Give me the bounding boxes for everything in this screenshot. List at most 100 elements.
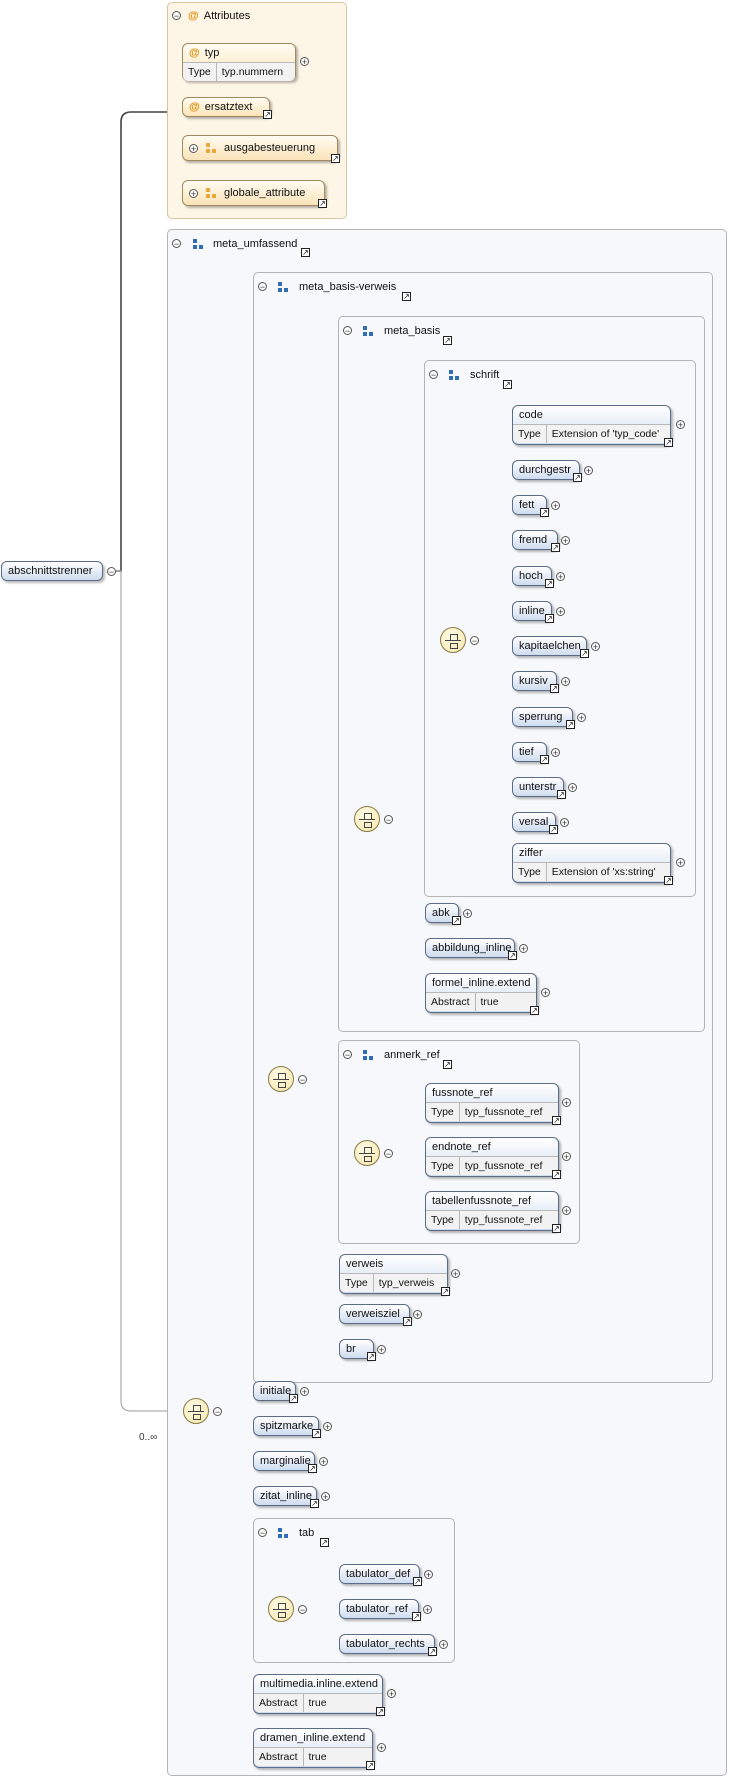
reference-link-icon[interactable]: ↗	[545, 579, 554, 588]
reference-link-icon[interactable]: ↗	[550, 684, 559, 693]
expand-icon[interactable]: +	[551, 501, 560, 511]
expand-icon[interactable]: +	[591, 642, 600, 652]
element-inline[interactable]: inline↗	[512, 601, 554, 623]
collapse-group-toggle[interactable]: −	[343, 1050, 352, 1060]
compositor-choice-meta-basis[interactable]	[440, 627, 466, 653]
element-tief[interactable]: tief↗	[512, 742, 549, 764]
expand-icon[interactable]: +	[323, 1422, 332, 1432]
expand-icon[interactable]: +	[562, 1152, 571, 1162]
expand-icon[interactable]: +	[300, 1387, 309, 1397]
reference-link-icon[interactable]: ↗	[557, 790, 566, 799]
reference-link-icon[interactable]: ↗	[540, 755, 549, 764]
expand-icon[interactable]: +	[551, 748, 560, 758]
reference-link-icon[interactable]: ↗	[552, 1116, 561, 1125]
reference-link-icon[interactable]: ↗	[443, 1060, 452, 1069]
reference-link-icon[interactable]: ↗	[441, 1287, 450, 1296]
expand-icon[interactable]: +	[584, 466, 593, 476]
element-tabulator-ref[interactable]: tabulator_ref↗	[339, 1599, 421, 1621]
collapse-group-toggle[interactable]: −	[343, 326, 352, 336]
reference-link-icon[interactable]: ↗	[318, 199, 327, 208]
reference-link-icon[interactable]: ↗	[530, 1006, 539, 1015]
reference-link-icon[interactable]: ↗	[289, 1394, 298, 1403]
element-spitzmarke[interactable]: spitzmarke↗	[253, 1416, 321, 1438]
reference-link-icon[interactable]: ↗	[312, 1429, 321, 1438]
expand-icon[interactable]: +	[568, 783, 577, 793]
collapse-compositor-toggle[interactable]: −	[384, 1149, 393, 1159]
element-unterstr[interactable]: unterstr↗	[512, 777, 566, 799]
root-element-abschnittstrenner[interactable]: abschnittstrenner	[1, 561, 103, 581]
expand-toggle[interactable]: +	[189, 188, 198, 199]
reference-link-icon[interactable]: ↗	[367, 1352, 376, 1361]
expand-icon[interactable]: +	[556, 607, 565, 617]
expand-icon[interactable]: +	[424, 1570, 433, 1580]
expand-icon[interactable]: +	[577, 713, 586, 723]
compositor-choice-anmerk-ref[interactable]	[354, 1140, 380, 1166]
collapse-compositor-toggle[interactable]: −	[298, 1605, 307, 1615]
collapse-compositor-toggle[interactable]: −	[213, 1407, 222, 1417]
attribute-group-ausgabesteuerung[interactable]: +ausgabesteuerung ↗	[182, 135, 340, 163]
element-marginalie[interactable]: marginalie↗	[253, 1451, 317, 1473]
expand-toggle[interactable]: +	[189, 143, 198, 154]
reference-link-icon[interactable]: ↗	[402, 292, 411, 301]
element-versal[interactable]: versal↗	[512, 812, 558, 834]
collapse-compositor-toggle[interactable]: −	[384, 815, 393, 825]
expand-icon[interactable]: +	[451, 1269, 460, 1279]
reference-link-icon[interactable]: ↗	[580, 649, 589, 658]
expand-icon[interactable]: +	[377, 1345, 386, 1355]
attribute-group-globale-attribute[interactable]: +globale_attribute ↗	[182, 180, 327, 208]
expand-icon[interactable]: +	[387, 1689, 396, 1699]
collapse-group-toggle[interactable]: −	[258, 1528, 267, 1538]
reference-link-icon[interactable]: ↗	[263, 110, 272, 119]
attribute-ersatztext[interactable]: @ersatztext ↗	[182, 97, 272, 119]
expand-icon[interactable]: +	[413, 1310, 422, 1320]
collapse-root-toggle[interactable]: −	[107, 567, 116, 577]
element-abbildung-inline[interactable]: abbildung_inline↗	[425, 938, 517, 960]
expand-icon[interactable]: +	[541, 988, 550, 998]
expand-icon[interactable]: +	[560, 818, 569, 828]
reference-link-icon[interactable]: ↗	[413, 1577, 422, 1586]
reference-link-icon[interactable]: ↗	[452, 916, 461, 925]
collapse-group-toggle[interactable]: −	[172, 239, 181, 249]
reference-link-icon[interactable]: ↗	[549, 825, 558, 834]
reference-link-icon[interactable]: ↗	[508, 951, 517, 960]
compositor-choice-root[interactable]	[183, 1398, 209, 1424]
reference-link-icon[interactable]: ↗	[301, 248, 310, 257]
element-kursiv[interactable]: kursiv↗	[512, 671, 559, 693]
collapse-compositor-toggle[interactable]: −	[470, 636, 479, 646]
expand-icon[interactable]: +	[319, 1457, 328, 1467]
reference-link-icon[interactable]: ↗	[310, 1499, 319, 1508]
element-hoch[interactable]: hoch↗	[512, 566, 554, 588]
expand-icon[interactable]: +	[519, 944, 528, 954]
reference-link-icon[interactable]: ↗	[566, 720, 575, 729]
expand-icon[interactable]: +	[321, 1492, 330, 1502]
reference-link-icon[interactable]: ↗	[366, 1761, 375, 1770]
compositor-choice-meta-umfassend[interactable]	[268, 1066, 294, 1092]
reference-link-icon[interactable]: ↗	[376, 1707, 385, 1716]
expand-icon[interactable]: +	[300, 57, 309, 67]
expand-icon[interactable]: +	[561, 677, 570, 687]
element-sperrung[interactable]: sperrung↗	[512, 707, 575, 729]
reference-link-icon[interactable]: ↗	[664, 438, 673, 447]
reference-link-icon[interactable]: ↗	[551, 543, 560, 552]
expand-icon[interactable]: +	[561, 536, 570, 546]
expand-icon[interactable]: +	[423, 1605, 432, 1615]
element-tabulator-rechts[interactable]: tabulator_rechts↗	[339, 1634, 437, 1656]
reference-link-icon[interactable]: ↗	[320, 1538, 329, 1547]
expand-icon[interactable]: +	[439, 1640, 448, 1650]
expand-icon[interactable]: +	[676, 420, 685, 430]
element-initiale[interactable]: initiale↗	[253, 1381, 298, 1403]
element-verweisziel[interactable]: verweisziel↗	[339, 1304, 412, 1326]
reference-link-icon[interactable]: ↗	[540, 508, 549, 517]
reference-link-icon[interactable]: ↗	[412, 1612, 421, 1621]
reference-link-icon[interactable]: ↗	[308, 1464, 317, 1473]
reference-link-icon[interactable]: ↗	[331, 154, 340, 163]
collapse-compositor-toggle[interactable]: −	[298, 1075, 307, 1085]
